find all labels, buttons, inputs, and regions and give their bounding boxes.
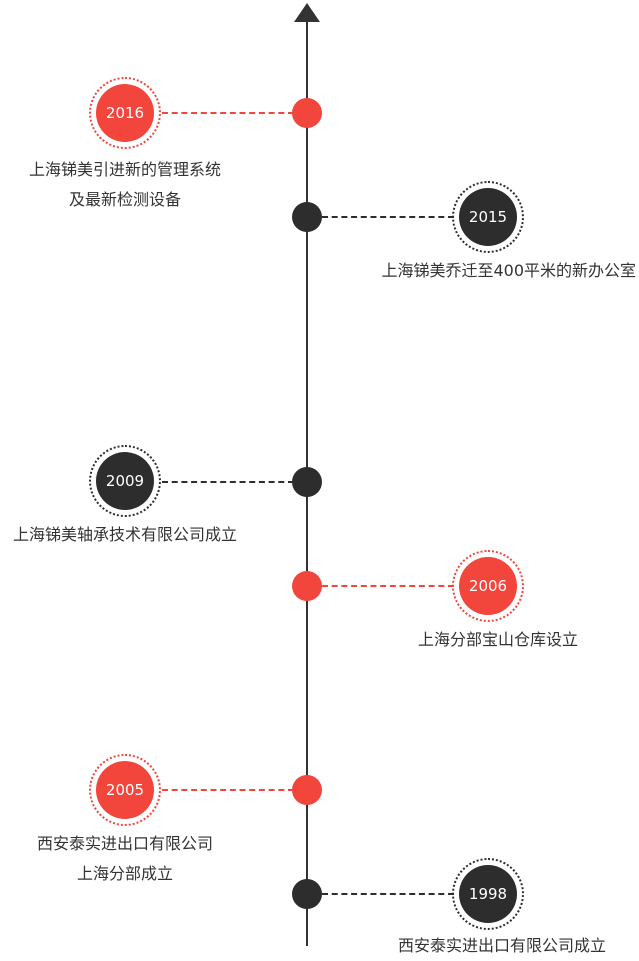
timeline-node-1998 xyxy=(292,879,322,909)
connector-2005 xyxy=(162,789,294,791)
event-description-2006: 上海分部宝山仓库设立 xyxy=(360,625,578,655)
year-badge-1998: 1998 xyxy=(452,858,524,930)
timeline-node-2016 xyxy=(292,98,322,128)
event-description-1998: 西安泰实进出口有限公司成立 xyxy=(340,931,606,961)
year-label: 2006 xyxy=(459,557,517,615)
event-description-2015: 上海锑美乔迁至400平米的新办公室 xyxy=(330,256,636,286)
connector-1998 xyxy=(322,893,454,895)
event-line: 上海分部宝山仓库设立 xyxy=(417,630,578,649)
year-label: 2015 xyxy=(459,188,517,246)
year-label: 2005 xyxy=(96,761,154,819)
year-badge-2009: 2009 xyxy=(89,445,161,517)
arrow-up-icon xyxy=(294,3,320,22)
year-badge-2016: 2016 xyxy=(89,77,161,149)
event-line: 上海分部成立 xyxy=(76,864,173,883)
year-label: 2016 xyxy=(96,84,154,142)
event-description-2009: 上海锑美轴承技术有限公司成立 xyxy=(0,520,250,550)
event-description-2016: 上海锑美引进新的管理系统 及最新检测设备 xyxy=(5,155,245,215)
event-line: 西安泰实进出口有限公司 xyxy=(36,834,213,853)
connector-2006 xyxy=(322,585,454,587)
timeline-node-2005 xyxy=(292,775,322,805)
connector-2016 xyxy=(162,112,294,114)
timeline-node-2015 xyxy=(292,202,322,232)
event-line: 及最新检测设备 xyxy=(68,190,181,209)
connector-2009 xyxy=(162,481,294,483)
connector-2015 xyxy=(322,216,454,218)
year-label: 2009 xyxy=(96,452,154,510)
event-line: 上海锑美轴承技术有限公司成立 xyxy=(12,525,237,544)
timeline-node-2006 xyxy=(292,571,322,601)
event-line: 上海锑美乔迁至400平米的新办公室 xyxy=(381,261,636,280)
year-badge-2015: 2015 xyxy=(452,181,524,253)
year-label: 1998 xyxy=(459,865,517,923)
event-line: 上海锑美引进新的管理系统 xyxy=(28,160,221,179)
year-badge-2005: 2005 xyxy=(89,754,161,826)
event-description-2005: 西安泰实进出口有限公司 上海分部成立 xyxy=(10,829,240,889)
year-badge-2006: 2006 xyxy=(452,550,524,622)
event-line: 西安泰实进出口有限公司成立 xyxy=(397,936,606,955)
timeline-node-2009 xyxy=(292,467,322,497)
